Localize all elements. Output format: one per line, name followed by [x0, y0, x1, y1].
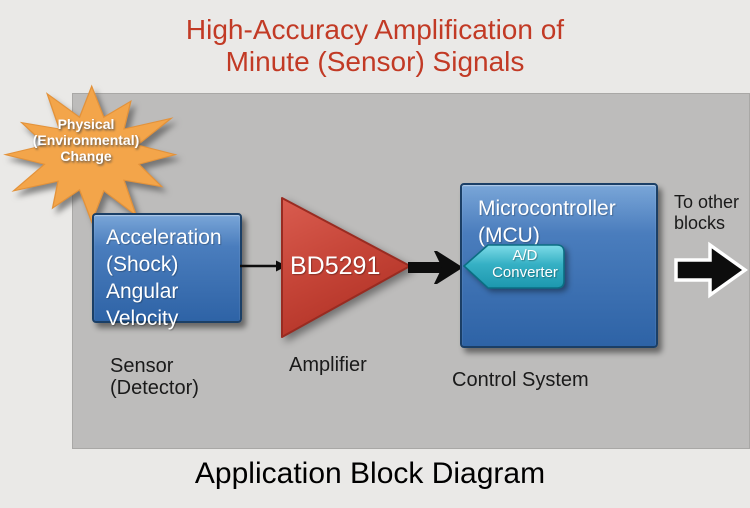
- mcu-block-line1: Microcontroller: [478, 197, 616, 220]
- sensor-caption-line2: (Detector): [110, 377, 199, 399]
- diagram-caption: Application Block Diagram: [194, 457, 546, 490]
- sensor-block-line4: Velocity: [106, 307, 179, 330]
- ad-converter-tag-icon: [462, 244, 565, 289]
- starburst-label-line1: Physical: [57, 116, 115, 132]
- amplifier-triangle-icon: [281, 197, 411, 338]
- sensor-caption-line1: Sensor: [110, 355, 174, 377]
- sensor-block: Acceleration (Shock) Angular Velocity: [92, 213, 242, 330]
- starburst-label: Physical (Environmental) Change: [8, 116, 164, 164]
- amplifier-to-mcu-arrow-icon: [408, 251, 463, 284]
- ad-converter-label-line2: Converter: [492, 264, 558, 281]
- output-label: To other blocks: [674, 192, 739, 234]
- starburst-label-line3: Change: [60, 148, 112, 164]
- sensor-block-line3: Angular: [106, 280, 179, 303]
- page-title-line2: Minute (Sensor) Signals: [225, 46, 525, 77]
- page-title: High-Accuracy Amplification of Minute (S…: [0, 14, 750, 78]
- ad-converter-label: A/D Converter: [486, 247, 564, 281]
- sensor-block-line2: (Shock): [106, 253, 179, 276]
- output-label-line1: To other: [674, 192, 740, 212]
- starburst-label-line2: (Environmental): [32, 132, 140, 148]
- control-system-caption: Control System: [452, 369, 589, 391]
- sensor-caption: Sensor (Detector): [110, 355, 199, 399]
- page-title-line1: High-Accuracy Amplification of: [185, 14, 565, 45]
- mcu-block-line2: (MCU): [478, 224, 540, 247]
- amplifier-caption: Amplifier: [289, 354, 367, 376]
- ad-converter-label-line1: A/D: [512, 247, 538, 264]
- amplifier-part-number: BD5291: [290, 252, 381, 280]
- output-label-line2: blocks: [674, 213, 726, 233]
- starburst-icon: [3, 84, 178, 224]
- sensor-block-line1: Acceleration: [106, 226, 222, 249]
- output-arrow-icon: [674, 241, 749, 299]
